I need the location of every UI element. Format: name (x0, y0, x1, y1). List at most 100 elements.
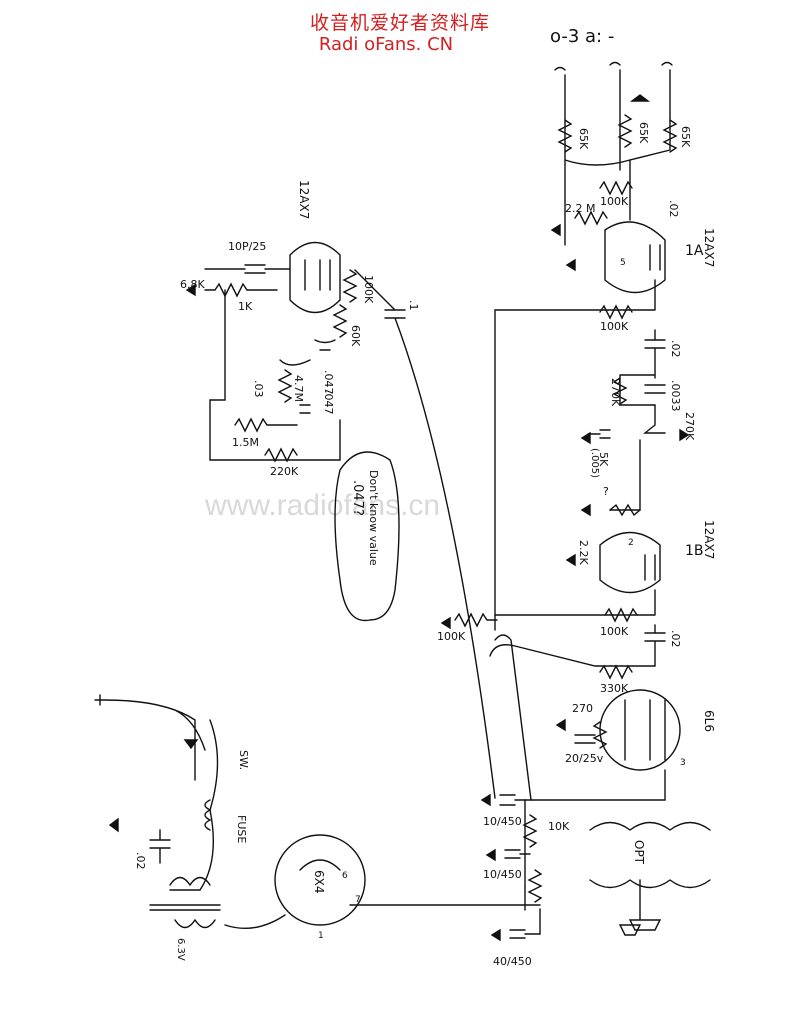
top-right-note: o-3 a: - (550, 26, 614, 47)
label-10-450-2: 10/450 (483, 868, 522, 881)
label-02-top: .02 (667, 200, 680, 218)
resistor-filter3 (527, 869, 543, 903)
resistor-1b-grid (609, 503, 641, 517)
label-pin-6: 6 (342, 871, 348, 881)
cap-03 (299, 404, 311, 414)
note-bubble (334, 451, 400, 622)
tube-1a-envelope (604, 221, 666, 294)
jack3-symbol (661, 61, 673, 66)
label-40-450: 40/450 (493, 955, 532, 968)
label-pin-5: 5 (620, 258, 626, 268)
ground-1b-grid (580, 503, 591, 517)
wire-plate-1b (494, 589, 656, 616)
cap-10p (204, 264, 291, 274)
note-line2: .047? (350, 480, 365, 516)
cap-5k (587, 429, 611, 439)
label-65k-3: 65K (679, 126, 692, 148)
label-330k: 330K (600, 682, 629, 695)
label-5k: 5K (597, 452, 610, 467)
power-transformer (149, 876, 221, 929)
wire-330k (489, 644, 656, 667)
label-6x4: 6X4 (312, 870, 326, 894)
wire-trem-out (354, 269, 496, 799)
label-100k-b: 100K (600, 625, 629, 638)
cap-20-25v (574, 734, 596, 744)
label-12ax7-v1: 12AX7 (702, 228, 716, 267)
cap-02-b (644, 624, 666, 667)
resistor-2-2m (574, 210, 608, 226)
ground-1b (565, 553, 576, 567)
label-100k-left: 100K (437, 630, 466, 643)
label-6-8k: 6.8K (180, 278, 205, 291)
tube-1b-plate (644, 554, 656, 581)
label-12ax7-v1b: 12AX7 (702, 520, 716, 559)
ground-6l6 (555, 718, 566, 732)
label-q: ? (603, 485, 609, 498)
label-pin-2: 2 (628, 538, 634, 548)
resistor-220k (264, 447, 298, 463)
label-6l6: 6L6 (702, 710, 716, 732)
ground-top (629, 94, 651, 102)
label-100k-trem: 100K (362, 275, 375, 304)
label-047-a: .047 (322, 370, 335, 395)
label-65k-1: 65K (577, 128, 590, 150)
wire-mix (564, 159, 631, 166)
resistor-100k-trem (342, 269, 358, 303)
fuse (204, 799, 212, 831)
label-005: (.005) (589, 448, 600, 478)
ground-filter3 (490, 928, 501, 942)
label-10-450-1: 10/450 (483, 815, 522, 828)
label-12ax7-v2: 12AX7 (297, 180, 311, 219)
header-site: Radi oFans. CN (318, 34, 454, 55)
label-02-b: .02 (669, 630, 682, 648)
label-20-25v: 20/25v (565, 752, 604, 765)
label-270: 270 (572, 702, 593, 715)
ground-5k (580, 431, 591, 445)
label-1a: 1A (685, 243, 704, 259)
ground-line (108, 817, 119, 833)
label-100k-mid: 100K (600, 320, 629, 333)
cap-02-mid (644, 329, 666, 379)
tube-1a-plate (649, 244, 661, 271)
label-sw: SW. (237, 750, 250, 770)
label-0033: .0033 (669, 380, 682, 412)
ground-filter1 (480, 793, 491, 807)
label-6-3v: 6.3V (175, 938, 186, 961)
wire-plate-1a (494, 279, 656, 631)
wire-heater (224, 914, 286, 930)
resistor-60k (332, 304, 348, 338)
opt-primary (589, 821, 711, 831)
ground-2-2m (550, 223, 561, 237)
label-1b: 1B (685, 543, 704, 559)
label-opt: OPT (632, 840, 646, 865)
ground-270k (679, 428, 690, 442)
label-fuse: FUSE (235, 815, 248, 843)
label-pin-7: 7 (355, 895, 361, 905)
label-2-2m: 2.2 M (565, 202, 595, 215)
speaker-jack (618, 924, 642, 936)
cap-10-450-2 (504, 849, 531, 859)
mains-cord (94, 694, 219, 891)
pot-270k (643, 404, 666, 434)
opt-secondary (589, 879, 711, 889)
tube-1b-envelope (599, 531, 661, 594)
tube-trem-envelope (289, 241, 341, 314)
cap-10-450-1 (499, 794, 526, 806)
wire-crossover (494, 634, 532, 801)
label-1k: 1K (238, 300, 253, 313)
wire-b-plus (524, 769, 666, 801)
label-65k-2: 65K (637, 122, 650, 144)
resistor-65k-2 (617, 114, 633, 148)
cap-0033 (619, 374, 666, 406)
cap-02-line (149, 829, 171, 864)
cap-047 (279, 339, 336, 366)
resistor-1k (204, 282, 278, 298)
tube-6l6-elements (624, 699, 666, 761)
ground-100k-left (440, 616, 451, 630)
wire-trem-loop (209, 289, 341, 461)
speaker (628, 879, 662, 931)
resistor-100k-plate (599, 180, 633, 196)
cap-40-450 (509, 908, 541, 939)
wire-to-1b (609, 439, 641, 511)
